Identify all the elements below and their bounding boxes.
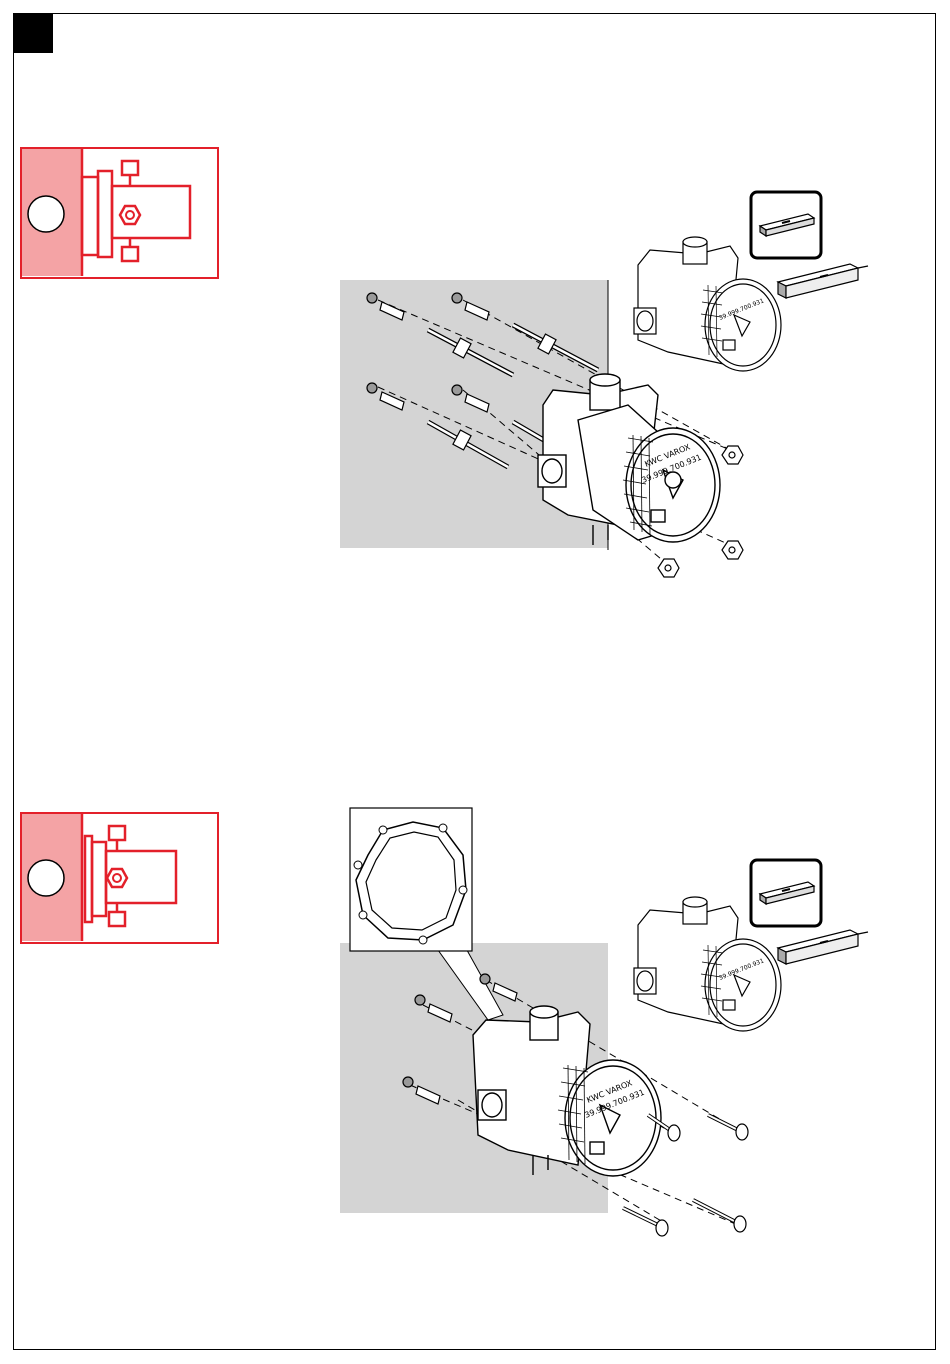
inwall-mounting-symbol-icon [22, 814, 216, 941]
spirit-level-bar [778, 264, 868, 298]
wall-mounting-symbol-icon [22, 149, 216, 276]
spirit-level-icon [751, 860, 821, 926]
mounting-type-badge-wall [20, 147, 219, 279]
spirit-level-icon [751, 192, 821, 258]
mounting-type-badge-inwall [20, 812, 219, 944]
step-2-illustration: KWC VAROX 39.999.700.931 [338, 800, 898, 1250]
spirit-level-bar [778, 930, 868, 964]
page-corner-mark [13, 13, 53, 53]
step-1-illustration: KWC VAROX 39.999.700.931 [338, 180, 898, 610]
